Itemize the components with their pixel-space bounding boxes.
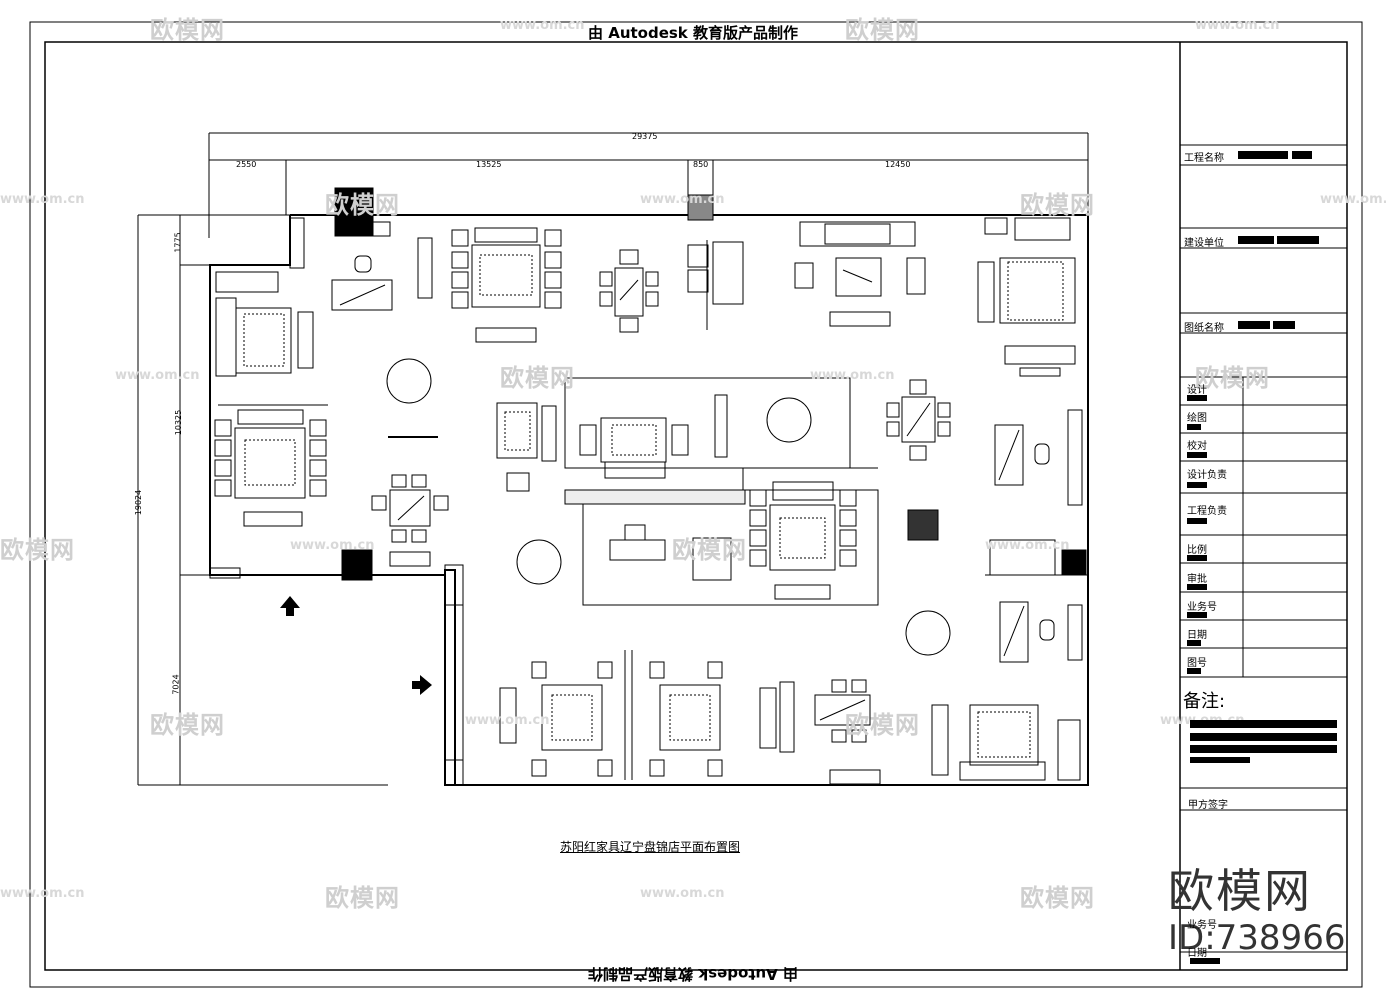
- dim-seg2: 13525: [476, 160, 502, 169]
- dim-left3: 19024: [134, 489, 144, 516]
- redacted-client: [1277, 236, 1319, 244]
- tb-row-project-lead: 工程负责: [1187, 506, 1227, 517]
- tb-row-drafting: 绘图: [1187, 413, 1207, 424]
- redacted-project-name: [1238, 151, 1288, 159]
- watermark-url: www.om.cn: [0, 886, 85, 901]
- watermark-url: www.om.cn: [500, 18, 585, 33]
- redacted-drawing-name: [1238, 321, 1270, 329]
- footer-date-label: 日期: [1187, 948, 1207, 959]
- watermark-url: www.om.cn: [640, 192, 725, 207]
- party-a-sign-label: 甲方签字: [1188, 800, 1228, 811]
- redacted-signature: [1187, 640, 1201, 646]
- watermark-brand: 欧模网: [672, 536, 747, 564]
- watermark-brand: 欧模网: [845, 711, 920, 739]
- watermark-brand: 欧模网: [1195, 364, 1270, 392]
- watermark-brand-large: 欧模网: [1168, 864, 1312, 918]
- redacted-client: [1238, 236, 1274, 244]
- notes-label: 备注:: [1183, 691, 1226, 712]
- redacted-drawing-name: [1273, 321, 1295, 329]
- tb-row-approve: 审批: [1187, 574, 1207, 585]
- entrance-arrow-up: [280, 596, 300, 616]
- entrance-arrow-right: [412, 675, 432, 695]
- watermark-url: www.om.cn: [290, 538, 375, 553]
- watermark-url: www.om.cn: [640, 886, 725, 901]
- watermark-url: www.om.cn: [810, 368, 895, 383]
- drawing-name-label: 图纸名称: [1184, 323, 1224, 334]
- redacted-signature: [1187, 555, 1207, 561]
- redacted-project-name: [1292, 151, 1312, 159]
- watermark-brand: 欧模网: [845, 16, 920, 44]
- watermark-url: www.om.cn: [465, 713, 550, 728]
- autodesk-stamp-bottom: 由 Autodesk 教育版产品制作: [587, 965, 799, 983]
- dim-left2: 10325: [174, 409, 184, 436]
- footer-job-number-label: 业务号: [1187, 920, 1217, 931]
- tb-row-design-lead: 设计负责: [1187, 470, 1227, 481]
- watermark-url: www.om.cn: [0, 192, 85, 207]
- watermark-brand: 欧模网: [325, 884, 400, 912]
- client-label: 建设单位: [1184, 238, 1224, 249]
- redacted-notes: [1190, 720, 1337, 728]
- plan-title: 苏阳红家具辽宁盘锦店平面布置图: [560, 840, 741, 854]
- redacted-signature: [1187, 452, 1207, 458]
- redacted-signature: [1187, 612, 1207, 618]
- redacted-signature: [1187, 518, 1207, 524]
- tb-row-drawing-number: 图号: [1187, 658, 1207, 669]
- watermark-url: www.om.cn: [1195, 18, 1280, 33]
- redacted-signature: [1187, 424, 1201, 430]
- redacted-signature: [1187, 482, 1207, 488]
- tb-row-scale: 比例: [1187, 545, 1207, 556]
- redacted-signature: [1187, 395, 1207, 401]
- watermark-brand: 欧模网: [150, 16, 225, 44]
- dim-left4: 7024: [171, 674, 181, 695]
- dim-seg1: 2550: [236, 160, 257, 169]
- dim-seg3: 850: [693, 160, 709, 169]
- tb-row-design: 设计: [1187, 385, 1207, 396]
- watermark-url: www.om.cn: [1320, 192, 1386, 207]
- dim-overall-width: 29375: [632, 132, 658, 141]
- tb-row-date: 日期: [1187, 630, 1207, 641]
- watermark-brand: 欧模网: [1020, 191, 1095, 219]
- redacted-notes: [1190, 757, 1250, 763]
- redacted-footer: [1190, 958, 1220, 964]
- watermark-brand: 欧模网: [325, 191, 400, 219]
- watermark-brand: 欧模网: [500, 364, 575, 392]
- watermark-brand: 欧模网: [0, 536, 75, 564]
- autodesk-stamp-top: 由 Autodesk 教育版产品制作: [587, 24, 799, 42]
- watermark-brand: 欧模网: [150, 711, 225, 739]
- watermark-url: www.om.cn: [985, 538, 1070, 553]
- dim-left1: 1775: [173, 232, 183, 253]
- watermark-brand: 欧模网: [1020, 884, 1095, 912]
- redacted-notes: [1190, 733, 1337, 741]
- redacted-signature: [1187, 584, 1207, 590]
- watermark-url: www.om.cn: [115, 368, 200, 383]
- project-name-label: 工程名称: [1184, 153, 1224, 164]
- tb-row-job-number: 业务号: [1187, 602, 1217, 613]
- dim-seg4: 12450: [885, 160, 911, 169]
- watermark-id: ID:738966: [1168, 918, 1346, 958]
- tb-row-check: 校对: [1187, 441, 1207, 452]
- redacted-notes: [1190, 745, 1337, 753]
- redacted-signature: [1187, 668, 1201, 674]
